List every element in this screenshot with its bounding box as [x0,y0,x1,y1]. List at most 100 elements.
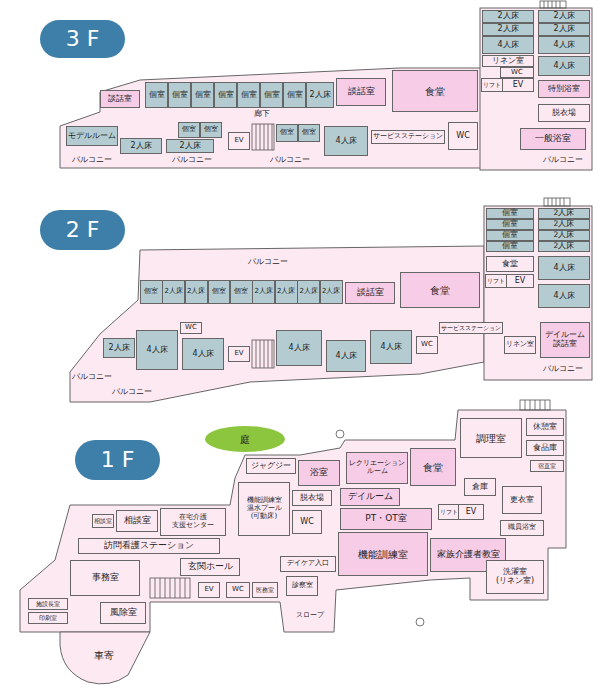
room-box: 2人床 [538,208,590,219]
room-box: 浴室 [298,460,340,486]
room-name: 2人床 [322,288,340,296]
room-box: 4人床 [276,330,322,366]
room-name: 事務室 [92,573,119,583]
room-name: 倉庫 [472,483,488,492]
room-box: リネン室 [504,336,536,354]
room-name: 個室 [264,91,280,100]
room-box: リフト [438,504,460,520]
room-name: 印刷室 [39,615,57,622]
room-name: 個室 [172,91,188,100]
stairs-symbol [548,198,564,206]
room-name: 2人床 [554,231,575,239]
room-box: 2人床 [538,230,590,241]
room-box: 個室 [486,208,534,219]
room-box: EV [506,274,534,288]
area-label: バルコニー [112,388,152,397]
room-name: 2人床 [554,220,575,228]
room-box: 更衣室 [502,486,542,514]
room-box: 玄関ホール [180,558,240,576]
room-box: 個室 [200,122,222,138]
room-name: デイケア入口 [287,560,329,568]
room-name: 庭 [240,434,250,445]
room-name: 談話室 [348,87,375,97]
room-box: 食品庫 [526,440,564,456]
room-box: 4人床 [324,126,368,156]
room-name: デイルーム [545,331,585,340]
room-name: 個室 [280,129,294,137]
room-name: 2人床 [255,288,273,296]
room-box: 2人床 [162,280,185,304]
room-box: サービスステーション [439,322,503,334]
area-label: バルコニー [270,156,310,165]
room-box: 4人床 [136,330,178,370]
room-name: ジャグジー [251,462,291,471]
stairs-symbol [252,340,274,368]
room-name: 特別浴室 [548,85,580,94]
room-name: 個室 [502,231,518,239]
area-label: 車寄 [94,650,114,661]
room-box: 個室 [168,82,191,108]
room-name: 診察室 [292,582,313,590]
room-box: リネン室 [482,55,534,67]
room-box: 2人床 [320,280,343,304]
room-box: 個室 [178,122,200,138]
floor-3-wing [480,8,592,170]
room-box: EV [228,346,250,362]
room-box: 食堂 [400,272,480,308]
room-name: EV [515,277,526,286]
room-box: 2人床 [103,338,135,358]
area-label: 廊下 [254,110,270,119]
carport-outline [60,632,150,684]
room-box: サービスステーション [371,130,445,144]
room-name: 個室 [212,288,226,296]
room-name: モデルルーム [68,132,116,141]
room-name: 個室 [502,242,518,250]
room-name: リネン室 [506,341,534,349]
room-box: 洗濯室 (リネン室) [486,560,544,594]
garden-ellipse: 庭 [205,426,285,452]
room-box: 個室 [237,82,260,108]
room-box: ジャグジー [246,458,296,474]
room-name: 脱衣場 [552,109,576,118]
floor-3-outline [60,68,482,168]
room-box: 談話室 [345,282,395,304]
room-box: 食堂 [410,448,456,486]
room-box: EV [502,78,534,92]
room-name: 個室 [502,209,518,217]
room-box: デイケア入口 [280,556,336,572]
room-name: 個室 [218,91,234,100]
room-box: 職員浴室 [500,520,544,536]
room-box: WC [180,322,202,334]
room-box: 相談室 [116,510,158,532]
room-name: 4人床 [335,352,356,361]
stairs-symbol [540,1,566,8]
room-box: 訪問看護ステーション [78,538,220,554]
room-name: 家族介護者教室 [437,550,500,560]
room-box: 個室 [191,82,214,108]
room-box: 一般浴室 [520,128,586,150]
room-box: レクリエーション ルーム [346,452,408,484]
room-name: EV [466,508,477,517]
room-box: 談話室 [336,78,386,106]
area-label: スロープ [296,612,324,620]
room-box: 2人床 [120,138,162,154]
room-name: 職員浴室 [508,524,536,532]
room-name: 2人床 [497,25,518,34]
area-label: バルコニー [72,373,112,382]
room-name: 個室 [144,288,158,296]
room-box: 個室 [208,280,231,304]
room-name: 2人床 [187,288,205,296]
tree-symbol [336,430,344,438]
room-box: デイルーム [340,488,400,506]
stairs-symbol [252,124,274,150]
room-name: WC [511,69,523,77]
room-name: 調理室 [476,433,506,444]
room-name: 食品庫 [533,444,557,453]
room-name: 4人床 [192,350,213,359]
stairs-symbol [256,124,272,150]
room-box: 脱衣場 [292,490,332,506]
room-box: 4人床 [538,256,590,280]
stairs-symbol [150,578,190,598]
room-name: 個室 [302,129,316,137]
room-name: 洗濯室 (リネン室) [496,568,534,586]
